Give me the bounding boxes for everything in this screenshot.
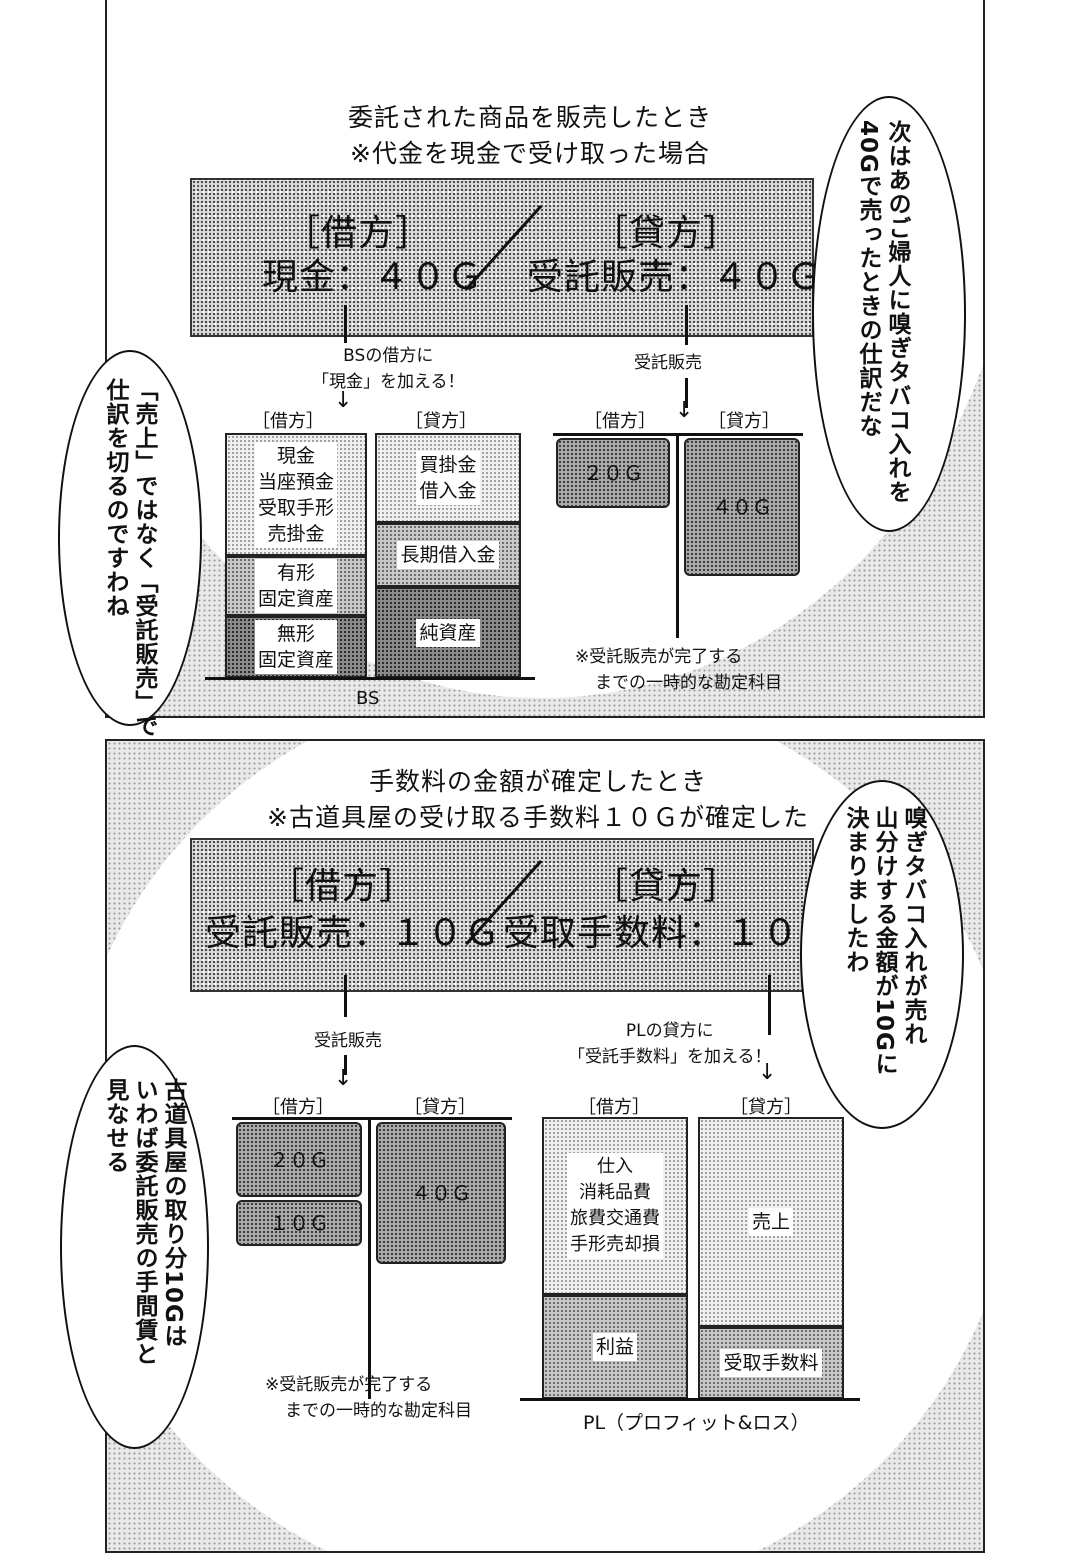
speech-text-right: 次はあのご婦人に嗅ぎタバコ入れを 40Gで売ったときの仕訳だな	[855, 120, 910, 504]
pl-profit: 利益	[542, 1295, 688, 1399]
panel-1-caption: 委託された商品を販売したとき ※代金を現金で受け取った場合	[347, 103, 712, 168]
debit-header-2: ［借方］	[268, 866, 417, 907]
pl-baseline	[520, 1398, 860, 1401]
pl-expenses: 仕入 消耗品費 旅費交通費 手形売却損	[542, 1117, 688, 1295]
right-connector-2	[768, 975, 771, 1035]
bs-credit-header: ［貸方］	[405, 411, 477, 432]
left-connector-2	[344, 975, 347, 1017]
left-note: BSの借方に 「現金」を加える！	[312, 346, 465, 392]
bs-long-term-liabilities: 長期借入金	[375, 523, 521, 587]
speech-text-left: 「売上」ではなく「受託販売」で 仕訳を切るのですわね	[102, 378, 157, 738]
speech-bubble-left	[58, 350, 202, 726]
debit-entry-2: 受託販売：１０Ｇ	[205, 913, 502, 954]
debit-header: ［借方］	[284, 213, 433, 254]
t-account-2-credit-block: ４０Ｇ	[376, 1122, 506, 1264]
t-account-2-credit-header: ［貸方］	[404, 1097, 476, 1118]
t-account-2-center-line	[368, 1117, 371, 1399]
journal-entry-slab	[190, 178, 814, 337]
t-account-credit-block: ４０Ｇ	[684, 438, 800, 576]
pl-debit-header: ［借方］	[578, 1097, 650, 1118]
right-connector	[685, 305, 688, 345]
t-account-debit-block: ２０Ｇ	[556, 438, 670, 508]
bs-intangible-fixed-assets: 無形 固定資産	[225, 616, 367, 678]
t-account-center-line	[676, 433, 679, 638]
pl-commission-received: 受取手数料	[698, 1327, 844, 1399]
bs-label: BS	[356, 688, 380, 709]
speech-text-left-2: 古道具屋の取り分10Gは いわば委託販売の手間賃と 見なせる	[102, 1078, 186, 1366]
credit-entry: 受託販売：４０Ｇ	[527, 257, 824, 298]
t-account-2-debit-block-1: ２０Ｇ	[236, 1122, 362, 1197]
left-connector	[344, 305, 347, 343]
bs-net-assets: 純資産	[375, 587, 521, 678]
bs-tangible-fixed-assets: 有形 固定資産	[225, 556, 367, 616]
credit-header: ［貸方］	[592, 213, 741, 254]
t-account-2-top-line	[232, 1117, 512, 1120]
debit-entry: 現金：４０Ｇ	[262, 257, 485, 298]
speech-bubble-right	[812, 96, 966, 532]
speech-bubble-right-2	[800, 780, 964, 1129]
t-account-debit-header: ［借方］	[584, 411, 656, 432]
speech-bubble-left-2	[60, 1045, 209, 1449]
credit-header-2: ［貸方］	[592, 866, 741, 907]
down-arrow-icon: ↓	[334, 388, 353, 413]
down-arrow-icon: ↓	[758, 1060, 777, 1085]
right-note-2: PLの貸方に 「受託手数料」を加える！	[568, 1021, 772, 1067]
speech-text-right-2: 嗅ぎタバコ入れが売れ 山分けする金額が10Gに 決まりましたわ	[842, 806, 926, 1076]
left-note-2: 受託販売	[314, 1031, 382, 1051]
pl-label: PL（プロフィット&ロス）	[583, 1412, 810, 1434]
bs-debit-header: ［借方］	[252, 411, 324, 432]
right-note: 受託販売	[634, 353, 702, 373]
bs-current-liabilities: 買掛金 借入金	[375, 433, 521, 523]
t-account-2-debit-block-2: １０Ｇ	[236, 1200, 362, 1246]
t-account-footnote: ※受託販売が完了する までの一時的な勘定科目	[575, 647, 782, 693]
pl-sales: 売上	[698, 1117, 844, 1327]
journal-entry-slab-2	[190, 838, 814, 992]
bs-current-assets: 現金 当座預金 受取手形 売掛金	[225, 433, 367, 556]
t-account-credit-header: ［貸方］	[708, 411, 780, 432]
t-account-2-debit-header: ［借方］	[262, 1097, 334, 1118]
credit-entry-2: 受取手数料：１０Ｇ	[503, 913, 837, 954]
down-arrow-icon: ↓	[675, 398, 694, 423]
pl-credit-header: ［貸方］	[730, 1097, 802, 1118]
down-arrow-icon: ↓	[334, 1066, 353, 1091]
left-connector-2-lower	[344, 1055, 347, 1075]
bs-baseline	[205, 677, 535, 680]
panel-2-caption: 手数料の金額が確定したとき ※古道具屋の受け取る手数料１０Ｇが確定した	[267, 767, 809, 832]
t-account-2-footnote: ※受託販売が完了する までの一時的な勘定科目	[265, 1375, 472, 1421]
right-connector-lower	[685, 378, 688, 408]
